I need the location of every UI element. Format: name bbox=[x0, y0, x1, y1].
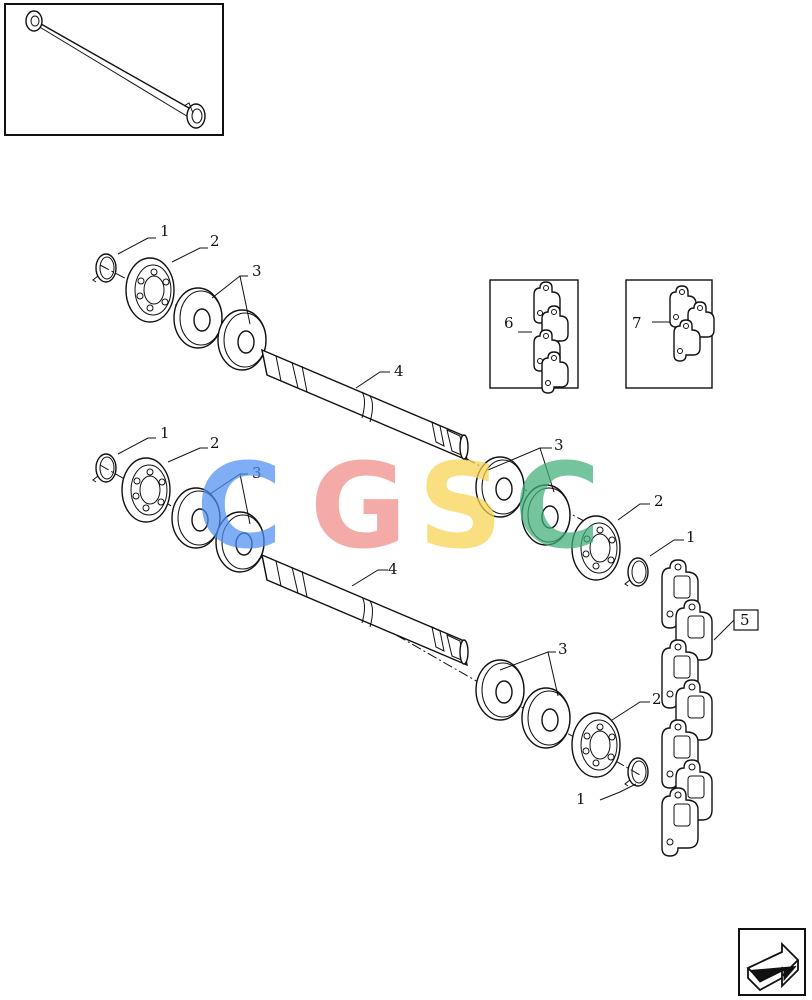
bearing-3 bbox=[121, 457, 171, 523]
washer-7 bbox=[475, 659, 525, 721]
circlip-2 bbox=[624, 557, 649, 587]
next-page-arrow-icon[interactable] bbox=[738, 928, 806, 996]
callout-3d: 3 bbox=[558, 640, 568, 658]
callout-5: 5 bbox=[740, 611, 750, 629]
leader-lines bbox=[117, 237, 737, 801]
washer-8 bbox=[521, 687, 571, 749]
bearing-4 bbox=[571, 712, 621, 778]
callout-labels: 1 2 3 4 6 7 1 2 3 4 3 2 1 3 2 1 5 bbox=[160, 222, 759, 808]
callout-3c: 3 bbox=[554, 436, 564, 454]
inset-box-6 bbox=[489, 279, 579, 394]
callout-2d: 2 bbox=[652, 690, 662, 708]
callout-3a: 3 bbox=[252, 262, 262, 280]
washer-2 bbox=[217, 309, 267, 371]
watermark-letter-g: G bbox=[310, 437, 407, 575]
upper-shaft-assembly bbox=[92, 253, 649, 587]
callout-1d: 1 bbox=[576, 790, 586, 808]
shaft-thumbnail-icon bbox=[4, 3, 224, 136]
inset-box-7 bbox=[625, 279, 715, 389]
callout-2a: 2 bbox=[210, 232, 220, 250]
roller-chain bbox=[661, 559, 713, 857]
washer-1 bbox=[173, 287, 223, 349]
callout-2b: 2 bbox=[210, 434, 220, 452]
circlip-4 bbox=[624, 757, 649, 787]
bearing-1 bbox=[125, 257, 175, 323]
callout-4b: 4 bbox=[388, 560, 398, 578]
callout-2c: 2 bbox=[654, 492, 664, 510]
cgsc-watermark: C G S C bbox=[196, 437, 601, 575]
callout-7: 7 bbox=[632, 314, 642, 332]
lower-shaft-assembly bbox=[92, 453, 649, 787]
callout-6: 6 bbox=[504, 314, 514, 332]
callout-1b: 1 bbox=[160, 424, 170, 442]
watermark-letter-c1: C bbox=[196, 437, 283, 575]
circlip-1 bbox=[92, 253, 117, 283]
watermark-letter-c2: C bbox=[514, 437, 601, 575]
watermark-letter-s: S bbox=[418, 437, 503, 575]
callout-3b: 3 bbox=[252, 464, 262, 482]
callout-1c: 1 bbox=[686, 528, 696, 546]
callout-1a: 1 bbox=[160, 222, 170, 240]
callout-4a: 4 bbox=[394, 362, 404, 380]
